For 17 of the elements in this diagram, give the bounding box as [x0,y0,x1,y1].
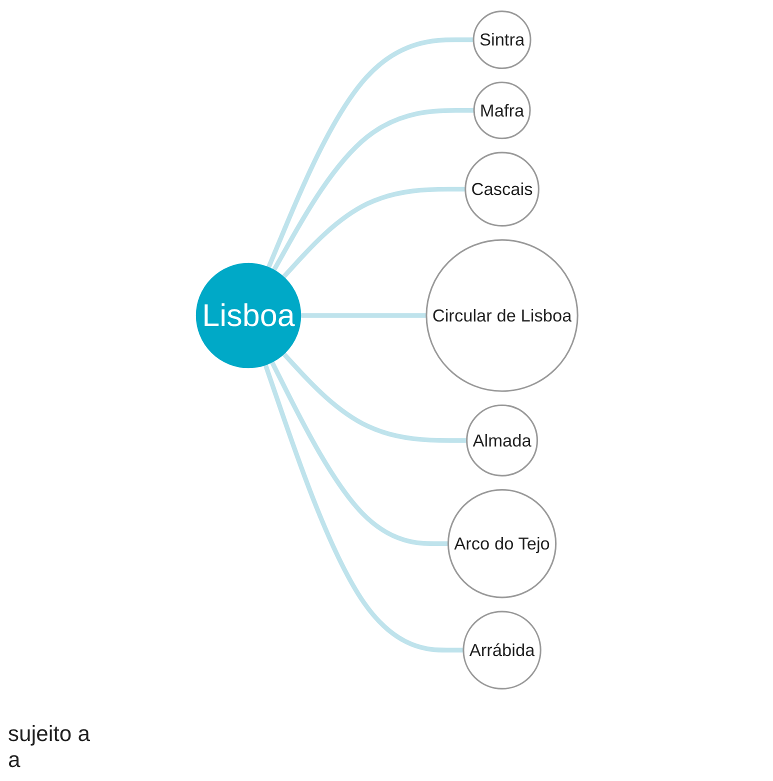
connector [282,352,466,443]
node-circle: Mafra [472,82,530,140]
node-circle: Lisboa [195,262,301,368]
node-circle: Almada [466,404,538,476]
connector [262,364,463,652]
node-circle: Circular de Lisboa [425,239,578,392]
note-text: sujeito a [8,721,90,747]
connector [266,37,474,268]
note-text: a [8,747,22,773]
connector [269,361,448,546]
node-circle: Arco do Tejo [447,489,556,598]
connector [281,186,465,279]
node-circle: Cascais [464,152,539,227]
connector [272,108,474,272]
connector [300,313,426,318]
node-circle: Arrábida [462,610,541,690]
node-circle: Sintra [472,10,531,70]
